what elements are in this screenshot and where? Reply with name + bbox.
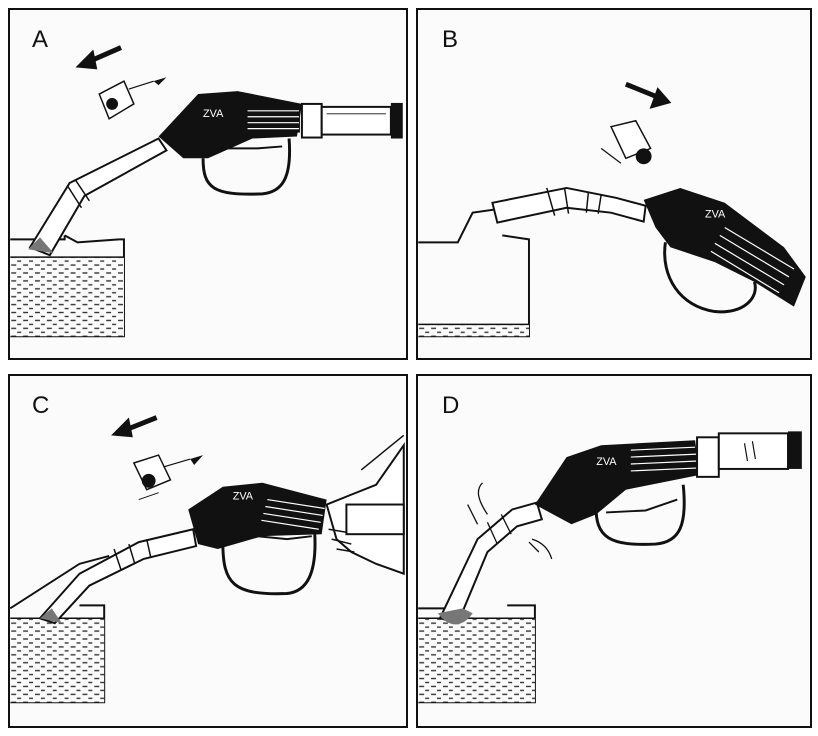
tank-with-fuel xyxy=(418,605,535,702)
arrow-left-icon xyxy=(111,418,156,438)
tank-with-fuel xyxy=(418,208,529,337)
fuel-nozzle-handle: ZVA xyxy=(535,440,700,544)
svg-text:ZVA: ZVA xyxy=(203,108,224,120)
svg-text:ZVA: ZVA xyxy=(233,491,254,503)
hand-lever-icon xyxy=(99,77,166,119)
hand-with-hose xyxy=(327,435,404,573)
nozzle-spout xyxy=(438,483,552,625)
hand-lever-icon xyxy=(601,121,651,165)
svg-text:ZVA: ZVA xyxy=(705,209,726,221)
hose-fitting xyxy=(302,103,403,139)
fuel-nozzle-handle: ZVA xyxy=(644,188,806,312)
fuel-nozzle-handle: ZVA xyxy=(159,91,302,194)
arrow-right-icon xyxy=(626,84,671,109)
arrow-left-icon xyxy=(76,48,121,70)
fuel-nozzle-handle: ZVA xyxy=(188,483,326,594)
tank-with-fuel xyxy=(10,235,124,336)
panel-c: C ZVA xyxy=(8,374,408,728)
panel-a: A ZVA xyxy=(8,8,408,360)
hose-fitting xyxy=(697,431,802,476)
panel-d: D ZVA xyxy=(416,374,812,728)
svg-text:ZVA: ZVA xyxy=(596,456,617,468)
nozzle-spout xyxy=(492,188,645,223)
nozzle-spout xyxy=(28,139,166,256)
panel-b: B ZVA xyxy=(416,8,812,360)
nozzle-spout xyxy=(40,529,196,623)
hand-lever-icon xyxy=(134,455,203,499)
